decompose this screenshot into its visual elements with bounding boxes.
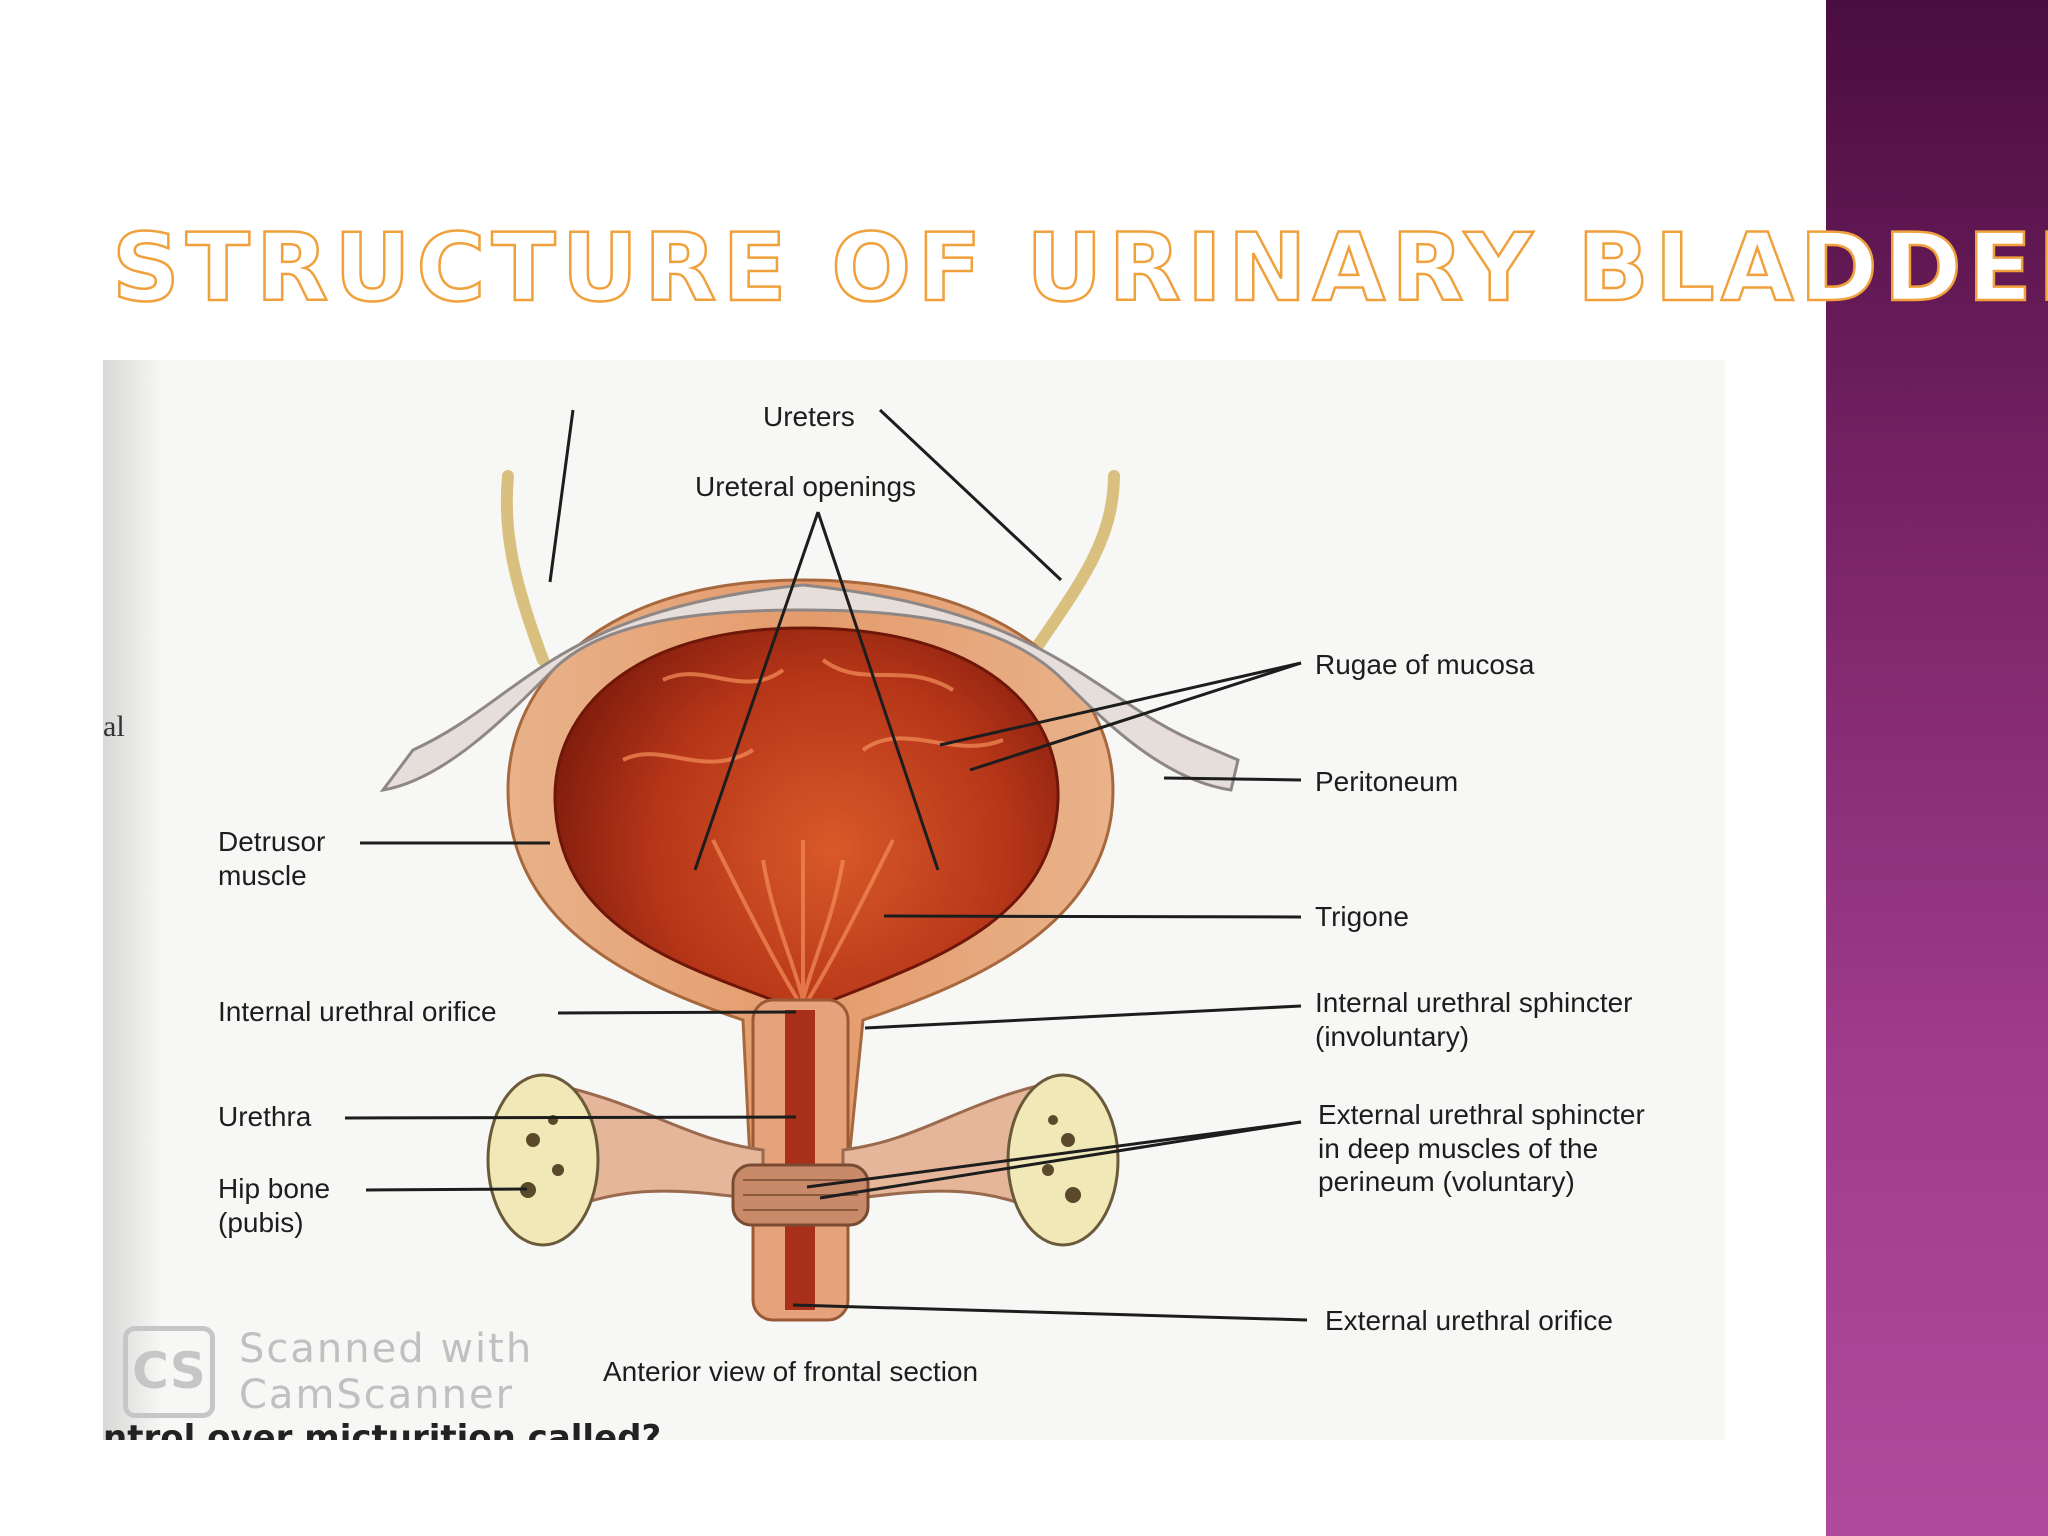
left-hip-bone: [486, 1073, 765, 1247]
label-internal-sphincter-line2: (involuntary): [1315, 1020, 1470, 1052]
label-external-sphincter-line3: perineum (voluntary): [1318, 1166, 1575, 1198]
right-hip-bone: [841, 1073, 1120, 1247]
label-detrusor-muscle: Detrusor muscle: [218, 825, 325, 892]
slide-title: STRUCTURE OF URINARY BLADDER: [111, 214, 2048, 323]
bladder-illustration: [344, 408, 1308, 1322]
camscanner-logo: CS: [123, 1326, 215, 1418]
label-external-sphincter-line1: External urethral sphincter: [1318, 1099, 1645, 1130]
label-external-urethral-orifice: External urethral orifice: [1325, 1305, 1613, 1336]
watermark-line2: CamScanner: [239, 1372, 515, 1418]
label-hip-bone-line2: (pubis): [218, 1206, 304, 1238]
label-ureters: Ureters: [763, 401, 855, 432]
left-ureter: [500, 470, 549, 666]
edge-text-fragment: al: [103, 710, 125, 743]
label-hip-bone: Hip bone (pubis): [218, 1172, 330, 1239]
label-rugae-of-mucosa: Rugae of mucosa: [1315, 649, 1535, 680]
label-detrusor-line1: Detrusor: [218, 826, 326, 857]
label-urethra: Urethra: [218, 1101, 312, 1132]
camscanner-watermark: Scanned with CamScanner: [239, 1326, 533, 1418]
label-external-sphincter-line2: in deep muscles of the: [1318, 1132, 1599, 1164]
figure-caption: Anterior view of frontal section: [603, 1356, 979, 1387]
label-internal-urethral-sphincter: Internal urethral sphincter (involuntary…: [1315, 986, 1633, 1053]
decorative-side-band: [1826, 0, 2048, 1536]
label-internal-urethral-orifice: Internal urethral orifice: [218, 996, 497, 1027]
watermark-line1: Scanned with: [239, 1326, 534, 1372]
label-hip-bone-line1: Hip bone: [218, 1173, 331, 1204]
right-ureter: [1022, 470, 1120, 666]
cut-off-question-text: ntrol over micturition called?: [103, 1418, 662, 1440]
peritoneum-layer: [379, 583, 1240, 793]
scan-edge-shadow: [103, 360, 163, 1440]
label-internal-sphincter-line1: Internal urethral sphincter: [1315, 987, 1633, 1018]
label-detrusor-line2: muscle: [218, 859, 307, 891]
label-external-urethral-sphincter: External urethral sphincter in deep musc…: [1318, 1098, 1645, 1199]
label-ureteral-openings: Ureteral openings: [695, 471, 917, 502]
label-trigone: Trigone: [1315, 901, 1409, 932]
scanned-figure: al Ureters Ureteral openings Rugae of mu…: [103, 360, 1725, 1440]
rugae-folds: [622, 658, 1004, 1002]
label-peritoneum: Peritoneum: [1315, 766, 1459, 797]
